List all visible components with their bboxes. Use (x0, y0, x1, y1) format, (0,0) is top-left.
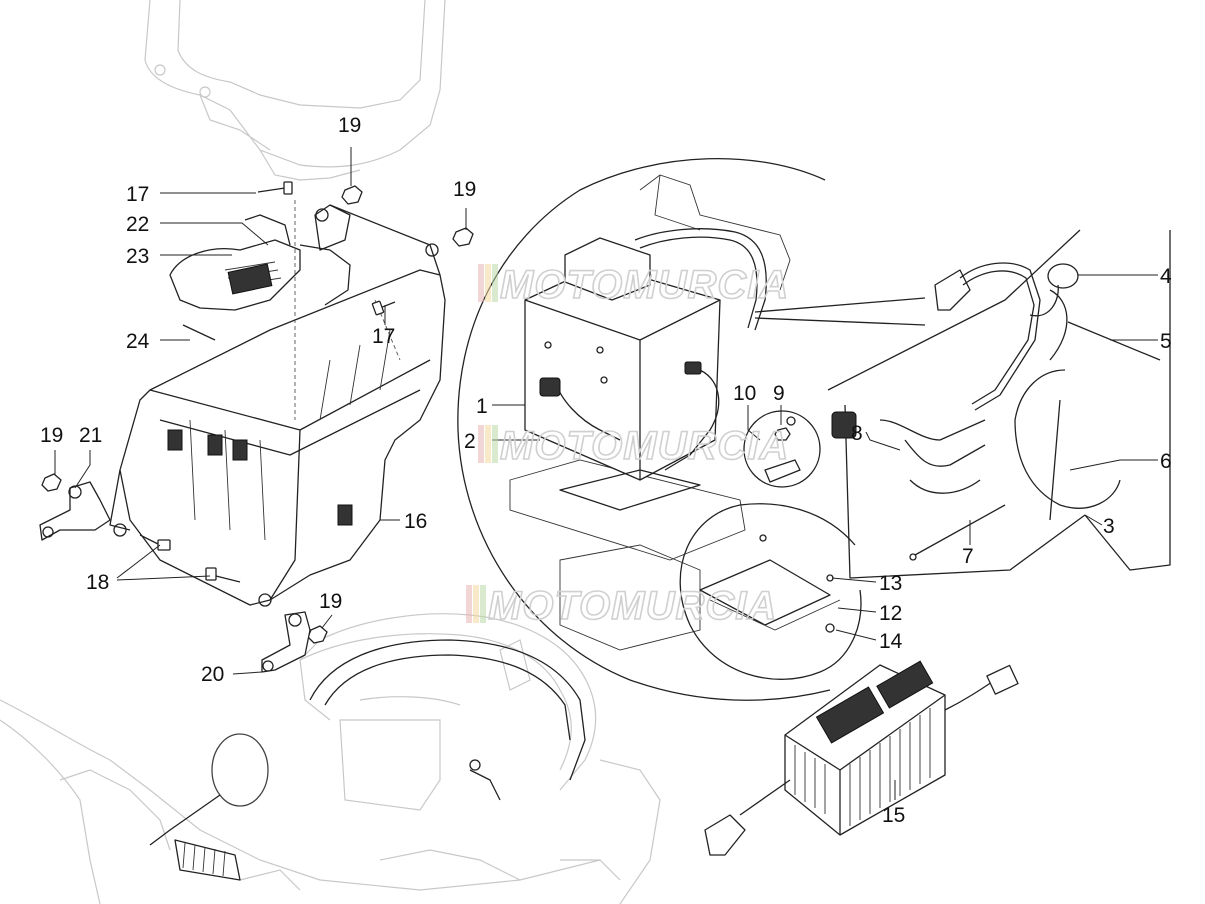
detail-circle (457, 157, 831, 701)
callout-6: 6 (1160, 450, 1172, 473)
callout-17-a: 17 (126, 183, 149, 206)
nut-19-d (307, 625, 328, 644)
callout-17-b: 17 (372, 325, 395, 348)
bracket-20 (261, 611, 311, 673)
nut-19-b (452, 227, 474, 247)
callout-4: 4 (1160, 265, 1172, 288)
battery (524, 228, 767, 481)
bolt-17-top (257, 181, 293, 195)
callout-19-d: 19 (319, 590, 342, 613)
hand-grip (174, 839, 241, 881)
callout-2: 2 (464, 430, 476, 453)
callout-23: 23 (126, 245, 149, 268)
charger (704, 660, 1019, 856)
watermark-2: MOTOMURCIA (478, 423, 789, 469)
watermark-1: MOTOMURCIA (478, 262, 789, 308)
bolt-17-right (371, 300, 396, 316)
callout-10: 10 (733, 382, 756, 405)
callout-labels: 1 2 3 4 5 6 7 8 9 10 12 13 14 15 16 17 1… (40, 114, 1172, 827)
callout-8: 8 (851, 422, 863, 445)
callout-9: 9 (773, 382, 785, 405)
bolt-18-a (139, 534, 171, 551)
watermark-text-1: MOTOMURCIA (500, 263, 789, 307)
detail-circle-small (743, 410, 821, 488)
leader-lines (54, 147, 1158, 800)
bracket-21 (39, 481, 111, 541)
callout-3: 3 (1103, 515, 1115, 538)
callout-12: 12 (879, 602, 902, 625)
watermark-3: MOTOMURCIA (466, 583, 777, 629)
pin-24 (182, 324, 216, 341)
callout-24: 24 (126, 330, 150, 353)
callout-22: 22 (126, 213, 149, 236)
battery-pad (559, 469, 701, 511)
callout-19-b: 19 (453, 178, 476, 201)
battery-tray-ghost (509, 174, 791, 651)
callout-14: 14 (879, 630, 903, 653)
nut-19-c (41, 473, 62, 492)
watermark-text-2: MOTOMURCIA (500, 424, 789, 468)
callout-13: 13 (879, 572, 902, 595)
callout-19-c: 19 (40, 424, 63, 447)
nut-19-a (341, 185, 363, 205)
bolt-18-b (205, 567, 241, 583)
callout-5: 5 (1160, 330, 1172, 353)
callout-1: 1 (476, 395, 488, 418)
callout-19-a: 19 (338, 114, 361, 137)
carry-handle (169, 214, 351, 311)
wiring-harness-group (754, 229, 1171, 579)
callout-7: 7 (962, 545, 974, 568)
mirror-ghost (149, 733, 269, 846)
callout-15: 15 (882, 804, 905, 827)
seat-frame-ghost (309, 639, 586, 801)
battery-case (109, 200, 446, 607)
callout-18: 18 (86, 571, 109, 594)
watermark-text-3: MOTOMURCIA (488, 584, 777, 628)
callout-16: 16 (404, 510, 427, 533)
callout-20: 20 (201, 663, 224, 686)
callout-21: 21 (79, 424, 102, 447)
ghost-scooter-body (0, 0, 661, 904)
